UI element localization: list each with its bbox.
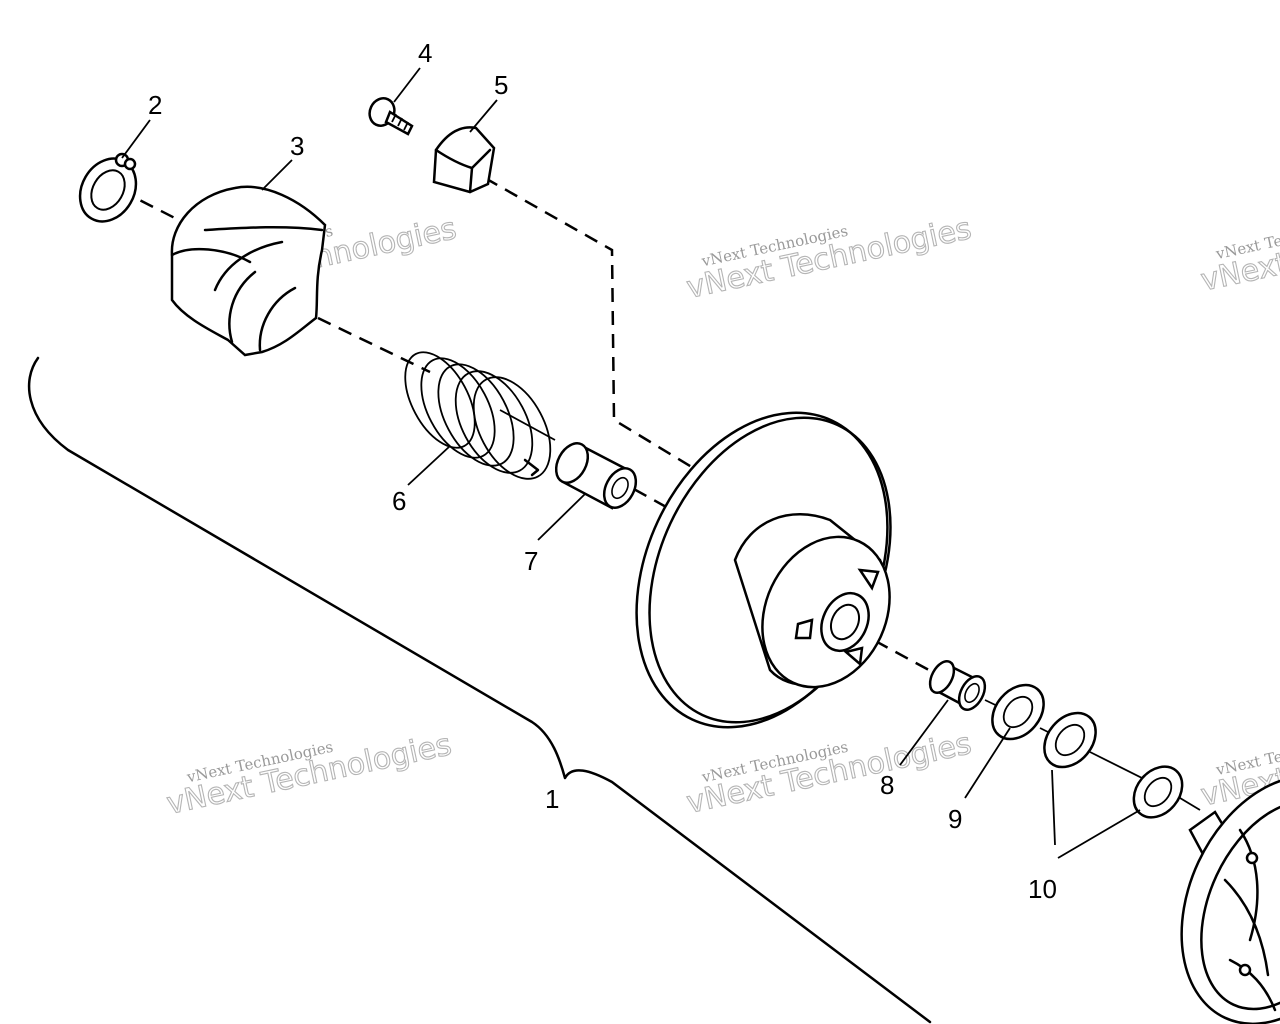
watermark-top-right: vNext Technologies vNext Technologies [1197, 203, 1280, 299]
callout-1: 1 [545, 784, 559, 814]
part-2-snap-ring [78, 152, 138, 223]
part-9-washer [991, 683, 1045, 741]
clutch-sheave [635, 411, 892, 729]
part-6-spring [404, 351, 552, 480]
part-4-bolt [368, 97, 414, 136]
callout-3: 3 [290, 131, 304, 161]
part-10-washers [1043, 711, 1184, 819]
part-3-spider-cover [170, 185, 327, 357]
assembly-brace [27, 356, 932, 1024]
callout-10: 10 [1028, 874, 1057, 904]
part-7-bushing [554, 442, 638, 510]
crankshaft-drive-unit [1180, 774, 1280, 1024]
part-5-guide-line [484, 176, 701, 474]
callout-9: 9 [948, 804, 962, 834]
callout-8: 8 [880, 770, 894, 800]
callout-6: 6 [392, 486, 406, 516]
callout-2: 2 [148, 90, 162, 120]
part-5-shoe [432, 126, 496, 194]
callout-5: 5 [494, 70, 508, 100]
watermark-bottom-left: vNext Technologies vNext Technologies [163, 727, 455, 823]
callout-7: 7 [524, 546, 538, 576]
watermark-bottom-center: vNext Technologies vNext Technologies [683, 726, 975, 822]
callout-4: 4 [418, 38, 432, 68]
leader-lines [121, 67, 1141, 859]
part-8-bushing [928, 660, 987, 711]
watermark-top-center: vNext Technologies vNext Technologies [683, 211, 975, 307]
